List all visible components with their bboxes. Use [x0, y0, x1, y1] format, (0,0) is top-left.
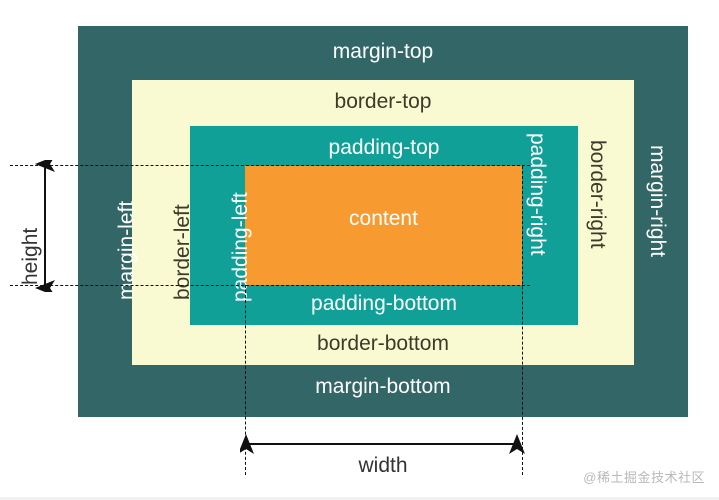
bottom-divider: [0, 497, 719, 500]
guide-line-content-top: [10, 165, 530, 166]
label-margin-top: margin-top: [332, 40, 434, 63]
label-content: content: [349, 207, 418, 230]
content-box: [245, 166, 522, 285]
label-border-top: border-top: [334, 90, 432, 113]
label-border-right: border-right: [586, 140, 609, 249]
guide-line-content-right: [522, 166, 523, 475]
label-border-bottom: border-bottom: [317, 332, 449, 355]
label-padding-top: padding-top: [328, 136, 440, 159]
width-arrow-icon: [240, 434, 525, 454]
label-height: height: [19, 227, 42, 285]
label-margin-bottom: margin-bottom: [315, 375, 451, 398]
label-margin-right: margin-right: [646, 145, 669, 258]
height-arrow-icon: [35, 160, 55, 292]
guide-line-content-left: [245, 285, 246, 475]
label-padding-right: padding-right: [526, 133, 549, 256]
label-padding-bottom: padding-bottom: [311, 292, 457, 315]
guide-line-content-bottom: [10, 285, 530, 286]
label-width: width: [358, 454, 408, 477]
watermark: @稀土掘金技术社区: [583, 470, 705, 485]
